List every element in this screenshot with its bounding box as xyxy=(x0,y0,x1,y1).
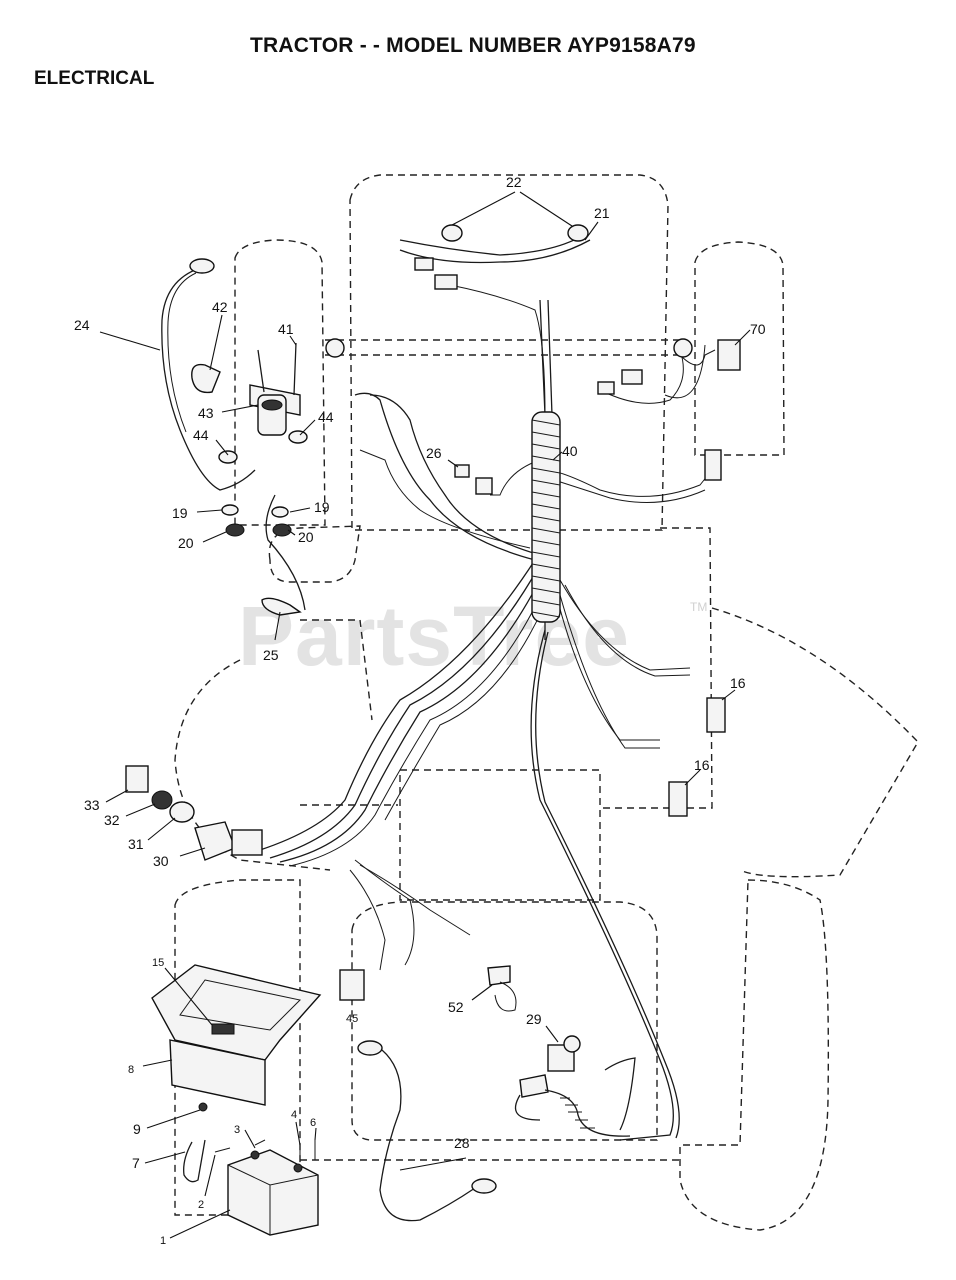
callout-52: 52 xyxy=(448,999,464,1015)
diagram-title: TRACTOR - - MODEL NUMBER AYP9158A79 xyxy=(250,34,696,57)
starter-solenoid xyxy=(191,342,308,537)
connector-group-right xyxy=(325,338,741,481)
callout-9: 9 xyxy=(133,1121,141,1137)
ground-cable xyxy=(357,1040,497,1222)
battery-cables xyxy=(161,258,306,616)
callout-4: 4 xyxy=(291,1109,297,1121)
callout-16-upper: 16 xyxy=(730,675,746,691)
callout-45: 45 xyxy=(346,1013,358,1025)
callout-42: 42 xyxy=(212,299,228,315)
battery xyxy=(183,1102,319,1236)
callout-40: 40 xyxy=(562,443,578,459)
callout-22: 22 xyxy=(506,174,522,190)
callout-33: 33 xyxy=(84,797,100,813)
callout-44-right: 44 xyxy=(318,409,334,425)
callout-21: 21 xyxy=(594,205,610,221)
callout-7: 7 xyxy=(132,1155,140,1171)
callout-25: 25 xyxy=(263,647,279,663)
callout-26: 26 xyxy=(426,445,442,461)
callout-41: 41 xyxy=(278,321,294,337)
callout-8: 8 xyxy=(128,1064,134,1076)
callout-20-left: 20 xyxy=(178,535,194,551)
watermark: PartsTree xyxy=(238,589,630,683)
callout-31: 31 xyxy=(128,836,144,852)
section-heading: ELECTRICAL xyxy=(34,68,155,89)
callout-19-right: 19 xyxy=(314,499,330,515)
callout-19-left: 19 xyxy=(172,505,188,521)
callout-15: 15 xyxy=(152,957,164,969)
callout-28: 28 xyxy=(454,1135,470,1151)
callout-30: 30 xyxy=(153,853,169,869)
wire-harness xyxy=(259,284,716,1141)
callout-1: 1 xyxy=(160,1235,166,1247)
watermark-trademark: TM xyxy=(690,600,708,614)
callout-20-right: 20 xyxy=(298,529,314,545)
wire-loom-coil xyxy=(531,411,561,623)
callout-numbers: 22 21 24 42 41 43 44 44 19 20 19 20 25 2… xyxy=(74,174,766,1247)
callout-32: 32 xyxy=(104,812,120,828)
ignition-switch xyxy=(125,765,263,861)
callout-3: 3 xyxy=(234,1124,240,1136)
callout-70: 70 xyxy=(750,321,766,337)
callout-16-lower: 16 xyxy=(694,757,710,773)
callout-44-left: 44 xyxy=(193,427,209,443)
callout-43: 43 xyxy=(198,405,214,421)
callout-24: 24 xyxy=(74,317,90,333)
callout-2: 2 xyxy=(198,1199,204,1211)
misc-electrical-parts xyxy=(339,965,636,1137)
leader-lines xyxy=(99,191,751,1239)
callout-29: 29 xyxy=(526,1011,542,1027)
headlight-assembly xyxy=(399,224,591,290)
connector-16 xyxy=(454,464,726,817)
callout-6: 6 xyxy=(310,1117,316,1129)
battery-tray xyxy=(151,964,322,1106)
